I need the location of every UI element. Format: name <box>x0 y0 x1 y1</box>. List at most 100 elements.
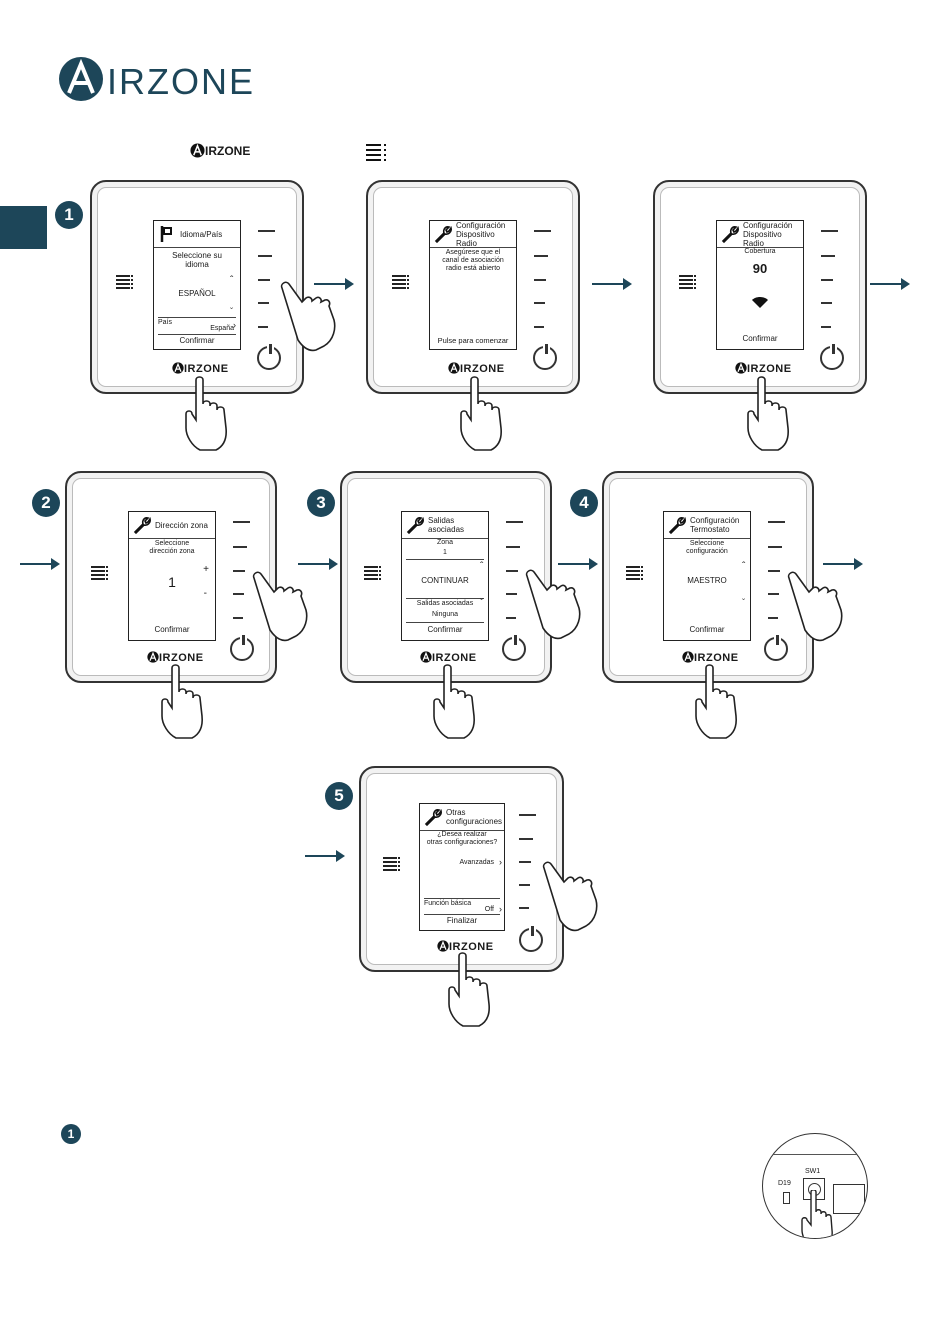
hand-pointer-icon <box>280 281 336 352</box>
side-button-2[interactable] <box>821 255 835 257</box>
side-button-4[interactable] <box>258 302 269 304</box>
side-button-1[interactable] <box>768 521 785 523</box>
side-button-3[interactable] <box>258 279 270 281</box>
advanced-option: Avanzadas <box>459 859 494 866</box>
divider <box>406 598 484 599</box>
side-button-1[interactable] <box>258 230 275 232</box>
side-button-5[interactable] <box>258 326 268 328</box>
screen-title-line-2: configuraciones <box>446 817 503 826</box>
power-button-icon[interactable] <box>820 344 844 370</box>
divider <box>406 559 484 560</box>
prompt-line-1: Seleccione su <box>172 251 222 260</box>
flow-arrow <box>592 278 632 290</box>
screen-title-line-2: Dispositivo Radio <box>743 229 782 248</box>
decrease-label: - <box>203 588 207 599</box>
device-logo: IRZONE <box>437 940 494 953</box>
device-logo: IRZONE <box>448 362 505 375</box>
screen-title-line-1: Otras <box>446 808 466 817</box>
outputs-value: Ninguna <box>431 611 459 618</box>
message-line-2: canal de asociación <box>442 257 504 264</box>
screen-header: Salidas asociadas <box>402 512 488 539</box>
device-logo: IRZONE <box>172 362 229 375</box>
prompt-line-1: Seleccione <box>689 540 725 547</box>
logo-text: IRZONE <box>107 61 256 102</box>
menu-icon <box>364 565 382 588</box>
side-button-5[interactable] <box>821 326 831 328</box>
hand-pointer-icon <box>185 376 227 451</box>
wrench-icon <box>668 517 686 535</box>
power-button-icon[interactable] <box>519 926 543 952</box>
side-button-2[interactable] <box>534 255 548 257</box>
flow-arrow <box>298 558 338 570</box>
side-button-3[interactable] <box>768 570 780 572</box>
side-button-2[interactable] <box>519 838 533 840</box>
side-button-4[interactable] <box>821 302 832 304</box>
hand-pointer-icon <box>747 376 789 451</box>
side-button-4[interactable] <box>233 593 244 595</box>
screen-header: Idioma/País <box>154 221 240 248</box>
side-button-5[interactable] <box>233 617 243 619</box>
power-button-icon[interactable] <box>533 344 557 370</box>
side-button-4[interactable] <box>768 593 779 595</box>
flow-arrow <box>314 278 354 290</box>
side-button-2[interactable] <box>506 546 520 548</box>
language-value: ESPAÑOL <box>178 289 216 298</box>
flow-arrow <box>305 850 345 862</box>
thermostat-device-5: Salidas asociadas Zona 1 CONTINUAR Salid… <box>340 471 552 683</box>
chevron-right-icon: › <box>233 320 236 330</box>
side-button-3[interactable] <box>821 279 833 281</box>
side-button-4[interactable] <box>519 884 530 886</box>
side-button-2[interactable] <box>258 255 272 257</box>
screen-header: Dirección zona <box>129 512 215 539</box>
side-button-5[interactable] <box>534 326 544 328</box>
power-button-icon[interactable] <box>230 635 254 661</box>
confirm-label: Confirmar <box>179 336 215 345</box>
side-button-5[interactable] <box>506 617 516 619</box>
chevron-up-icon: ˆ <box>480 561 484 572</box>
hand-pointer-icon <box>433 664 475 739</box>
side-button-2[interactable] <box>233 546 247 548</box>
side-button-4[interactable] <box>506 593 517 595</box>
menu-icon <box>392 274 410 297</box>
power-button-icon[interactable] <box>257 344 281 370</box>
side-button-1[interactable] <box>233 521 250 523</box>
side-button-3[interactable] <box>519 861 531 863</box>
step-1-badge: 1 <box>55 201 83 229</box>
board-detail: SW1 D19 <box>762 1133 868 1239</box>
power-button-icon[interactable] <box>764 635 788 661</box>
step-3-badge: 3 <box>307 489 335 517</box>
coverage-label: Cobertura <box>744 248 776 255</box>
hand-pointer-icon <box>695 664 737 739</box>
wrench-icon <box>721 226 739 244</box>
basic-function-value: Off <box>484 906 494 913</box>
chevron-right-icon: › <box>499 857 502 867</box>
device-screen: Salidas asociadas Zona 1 CONTINUAR Salid… <box>401 511 489 641</box>
finish-label: Finalizar <box>446 916 478 925</box>
side-button-4[interactable] <box>534 302 545 304</box>
side-button-3[interactable] <box>534 279 546 281</box>
hand-pointer-icon <box>787 571 843 642</box>
side-button-1[interactable] <box>519 814 536 816</box>
side-button-1[interactable] <box>534 230 551 232</box>
step-5-badge: 5 <box>325 782 353 810</box>
hand-pointer-icon <box>801 1190 833 1238</box>
power-button-icon[interactable] <box>502 635 526 661</box>
airzone-logo: IRZONE <box>57 55 253 105</box>
side-button-1[interactable] <box>506 521 523 523</box>
start-label: Pulse para comenzar <box>437 336 509 345</box>
prompt-line-2: idioma <box>185 260 209 269</box>
side-button-5[interactable] <box>768 617 778 619</box>
side-button-1[interactable] <box>821 230 838 232</box>
d19-label: D19 <box>778 1180 791 1187</box>
side-button-2[interactable] <box>768 546 782 548</box>
side-button-3[interactable] <box>233 570 245 572</box>
side-button-5[interactable] <box>519 907 529 909</box>
side-button-3[interactable] <box>506 570 518 572</box>
question-line-2: otras configuraciones? <box>426 839 498 846</box>
message-line-1: Asegúrese que el <box>445 249 501 256</box>
